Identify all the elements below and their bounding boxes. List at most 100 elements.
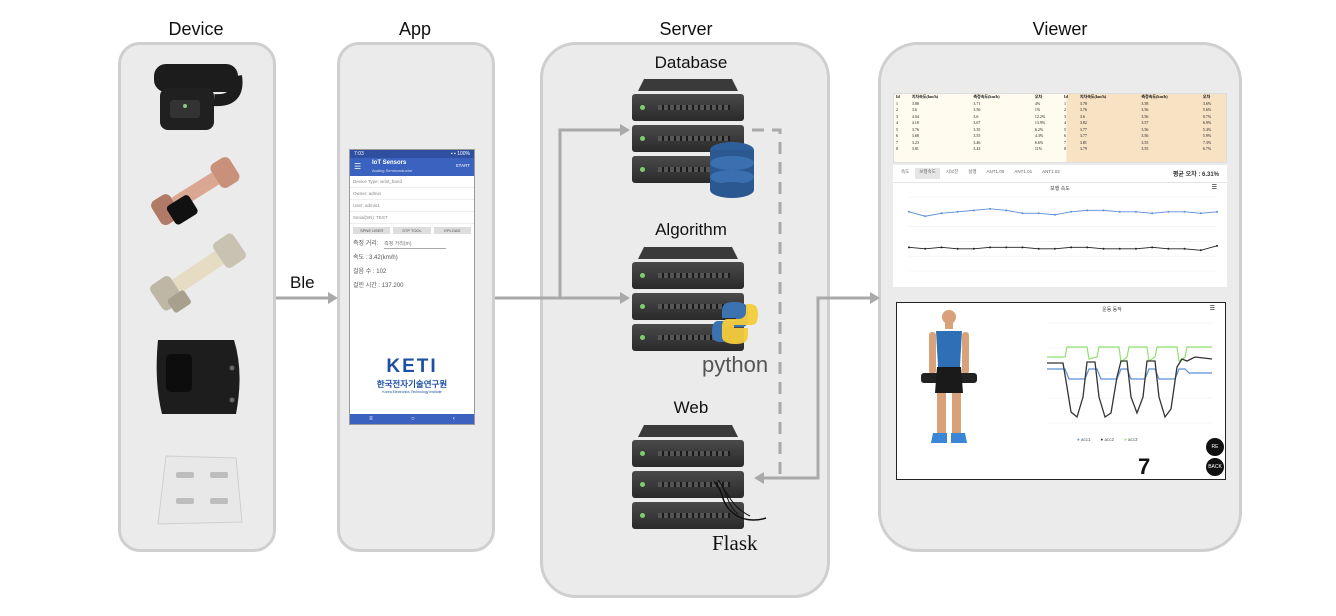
distance-input[interactable] — [384, 240, 447, 249]
table-cell: 1 — [1064, 100, 1067, 106]
home-nav-icon[interactable]: ○ — [410, 416, 415, 422]
table-cell: 2 — [896, 107, 898, 113]
table-cell: 3.55 — [1141, 146, 1149, 152]
data-point — [1037, 247, 1040, 250]
data-point — [1005, 246, 1008, 249]
strap-sensor-icon — [156, 340, 240, 414]
data-point — [1053, 247, 1056, 250]
table-cell: 3.81 — [911, 146, 919, 152]
walking-speed-chart-panel: 속도 보행속도 시보전 실행 ANT1.00 ANT1.01 ANT1.02 평… — [893, 165, 1227, 287]
database-label: Database — [654, 53, 728, 72]
table-cell: 4.04 — [911, 113, 919, 119]
dumbbell-sensor-icon — [151, 157, 240, 226]
table-cell: 3.78 — [1079, 100, 1087, 106]
series-line-1 — [908, 208, 1218, 217]
data-point — [1102, 209, 1105, 212]
data-point — [1118, 247, 1121, 250]
legend-acc3: ● acc3 — [1123, 437, 1138, 442]
data-point — [908, 246, 910, 249]
tab[interactable]: 속도 — [901, 169, 910, 174]
device-column-title: Device — [168, 19, 224, 39]
metal-dumbbell-sensor-icon — [150, 233, 246, 313]
phone-nav-bar: ≡ ○ ‹ — [350, 414, 474, 424]
data-point — [1102, 247, 1105, 250]
table-cell: 7 — [896, 139, 898, 145]
start-button[interactable]: START — [455, 163, 470, 168]
table-cell: 3.76 — [1079, 107, 1087, 113]
tab[interactable]: 시보전 — [945, 169, 959, 174]
flask-logo-icon — [713, 479, 767, 521]
table-header-cell: 지자속도(km/h) — [1079, 94, 1107, 100]
data-point — [1134, 210, 1137, 213]
athlete-figure-icon — [921, 310, 977, 443]
table-cell: 3.77 — [1079, 126, 1087, 132]
web-label: Web — [673, 398, 709, 417]
time-readout: 걸린 시간 : 137.200 — [353, 283, 404, 289]
back-button[interactable]: BACK — [1206, 458, 1224, 476]
table-cell: 5 — [1064, 126, 1067, 132]
status-time: 7:03 — [354, 151, 364, 157]
table-cell: 6.6% — [1034, 139, 1044, 145]
web-server-icon — [632, 425, 744, 533]
table-cell: 2 — [1064, 107, 1067, 113]
table-cell: 11% — [1034, 146, 1043, 152]
legend-acc1: ● acc1 — [1077, 437, 1091, 442]
table-cell: 4.3% — [1034, 133, 1044, 139]
phone-button[interactable]: SPNE USER — [353, 227, 391, 234]
data-point — [1021, 246, 1024, 249]
data-point — [956, 210, 959, 213]
table-cell: 3.35 — [973, 126, 981, 132]
table-cell: 7 — [1064, 139, 1067, 145]
table-cell: 3.79 — [1079, 146, 1087, 152]
ble-label: Ble — [290, 273, 315, 292]
table-cell: 3.6 — [911, 107, 917, 113]
info-row: Serial(SN): TEST — [350, 212, 474, 224]
data-point — [1005, 209, 1008, 212]
table-header-cell: 오차 — [1202, 94, 1211, 100]
table-header-row: Id 지자속도(km/h) 측정속도(km/h) 오차 Id 지자속도(km/h… — [894, 94, 1226, 101]
chart-menu-icon[interactable]: ☰ — [1211, 185, 1217, 191]
data-point — [1070, 210, 1073, 213]
data-point — [1167, 210, 1170, 213]
acc2-series-line — [1047, 356, 1213, 419]
data-point — [1216, 210, 1218, 213]
tab[interactable]: 실행 — [968, 169, 977, 174]
chart2-legend: ● acc1 ● acc2 ● acc3 — [1077, 437, 1137, 442]
back-nav-icon[interactable]: ‹ — [452, 416, 455, 422]
phone-button[interactable]: EPLOAD — [433, 227, 471, 234]
chart1-title: 보행 속도 — [1050, 186, 1070, 192]
table-cell: 5 — [896, 126, 898, 132]
hamburger-menu-icon[interactable]: ☰ — [354, 162, 362, 171]
tab[interactable]: ANT1.01 — [1014, 169, 1033, 174]
chart-menu-icon[interactable]: ☰ — [1209, 306, 1215, 312]
app-subtitle: Analog Semiconductor — [372, 168, 413, 173]
app-column-title: App — [398, 19, 432, 39]
motion-sensor-chart — [1047, 322, 1213, 424]
app-title: IoT Sensors — [372, 160, 407, 166]
table-cell: 1% — [1034, 107, 1041, 113]
walking-speed-line-chart — [908, 196, 1218, 272]
phone-button[interactable]: STP TOOL — [393, 227, 431, 234]
tab[interactable]: 보행속도 — [915, 168, 940, 179]
re-button[interactable]: RE — [1206, 438, 1224, 456]
data-point — [1053, 213, 1056, 216]
menu-nav-icon[interactable]: ≡ — [369, 416, 373, 422]
data-point — [1037, 212, 1040, 215]
table-cell: 4.18 — [911, 120, 919, 126]
table-header-cell: Id — [896, 94, 900, 100]
sensor-mount-plate-icon — [157, 455, 243, 525]
table-cell: 5.9% — [1202, 133, 1212, 139]
table-cell: 6.9% — [1202, 120, 1212, 126]
data-point — [1070, 246, 1073, 249]
device-images — [150, 64, 246, 525]
tab[interactable]: ANT1.02 — [1042, 169, 1060, 174]
tab[interactable]: ANT1.00 — [986, 169, 1005, 174]
data-point — [1118, 210, 1121, 213]
phone-button-row: SPNE USER STP TOOL EPLOAD — [350, 224, 474, 237]
data-point — [972, 247, 975, 250]
